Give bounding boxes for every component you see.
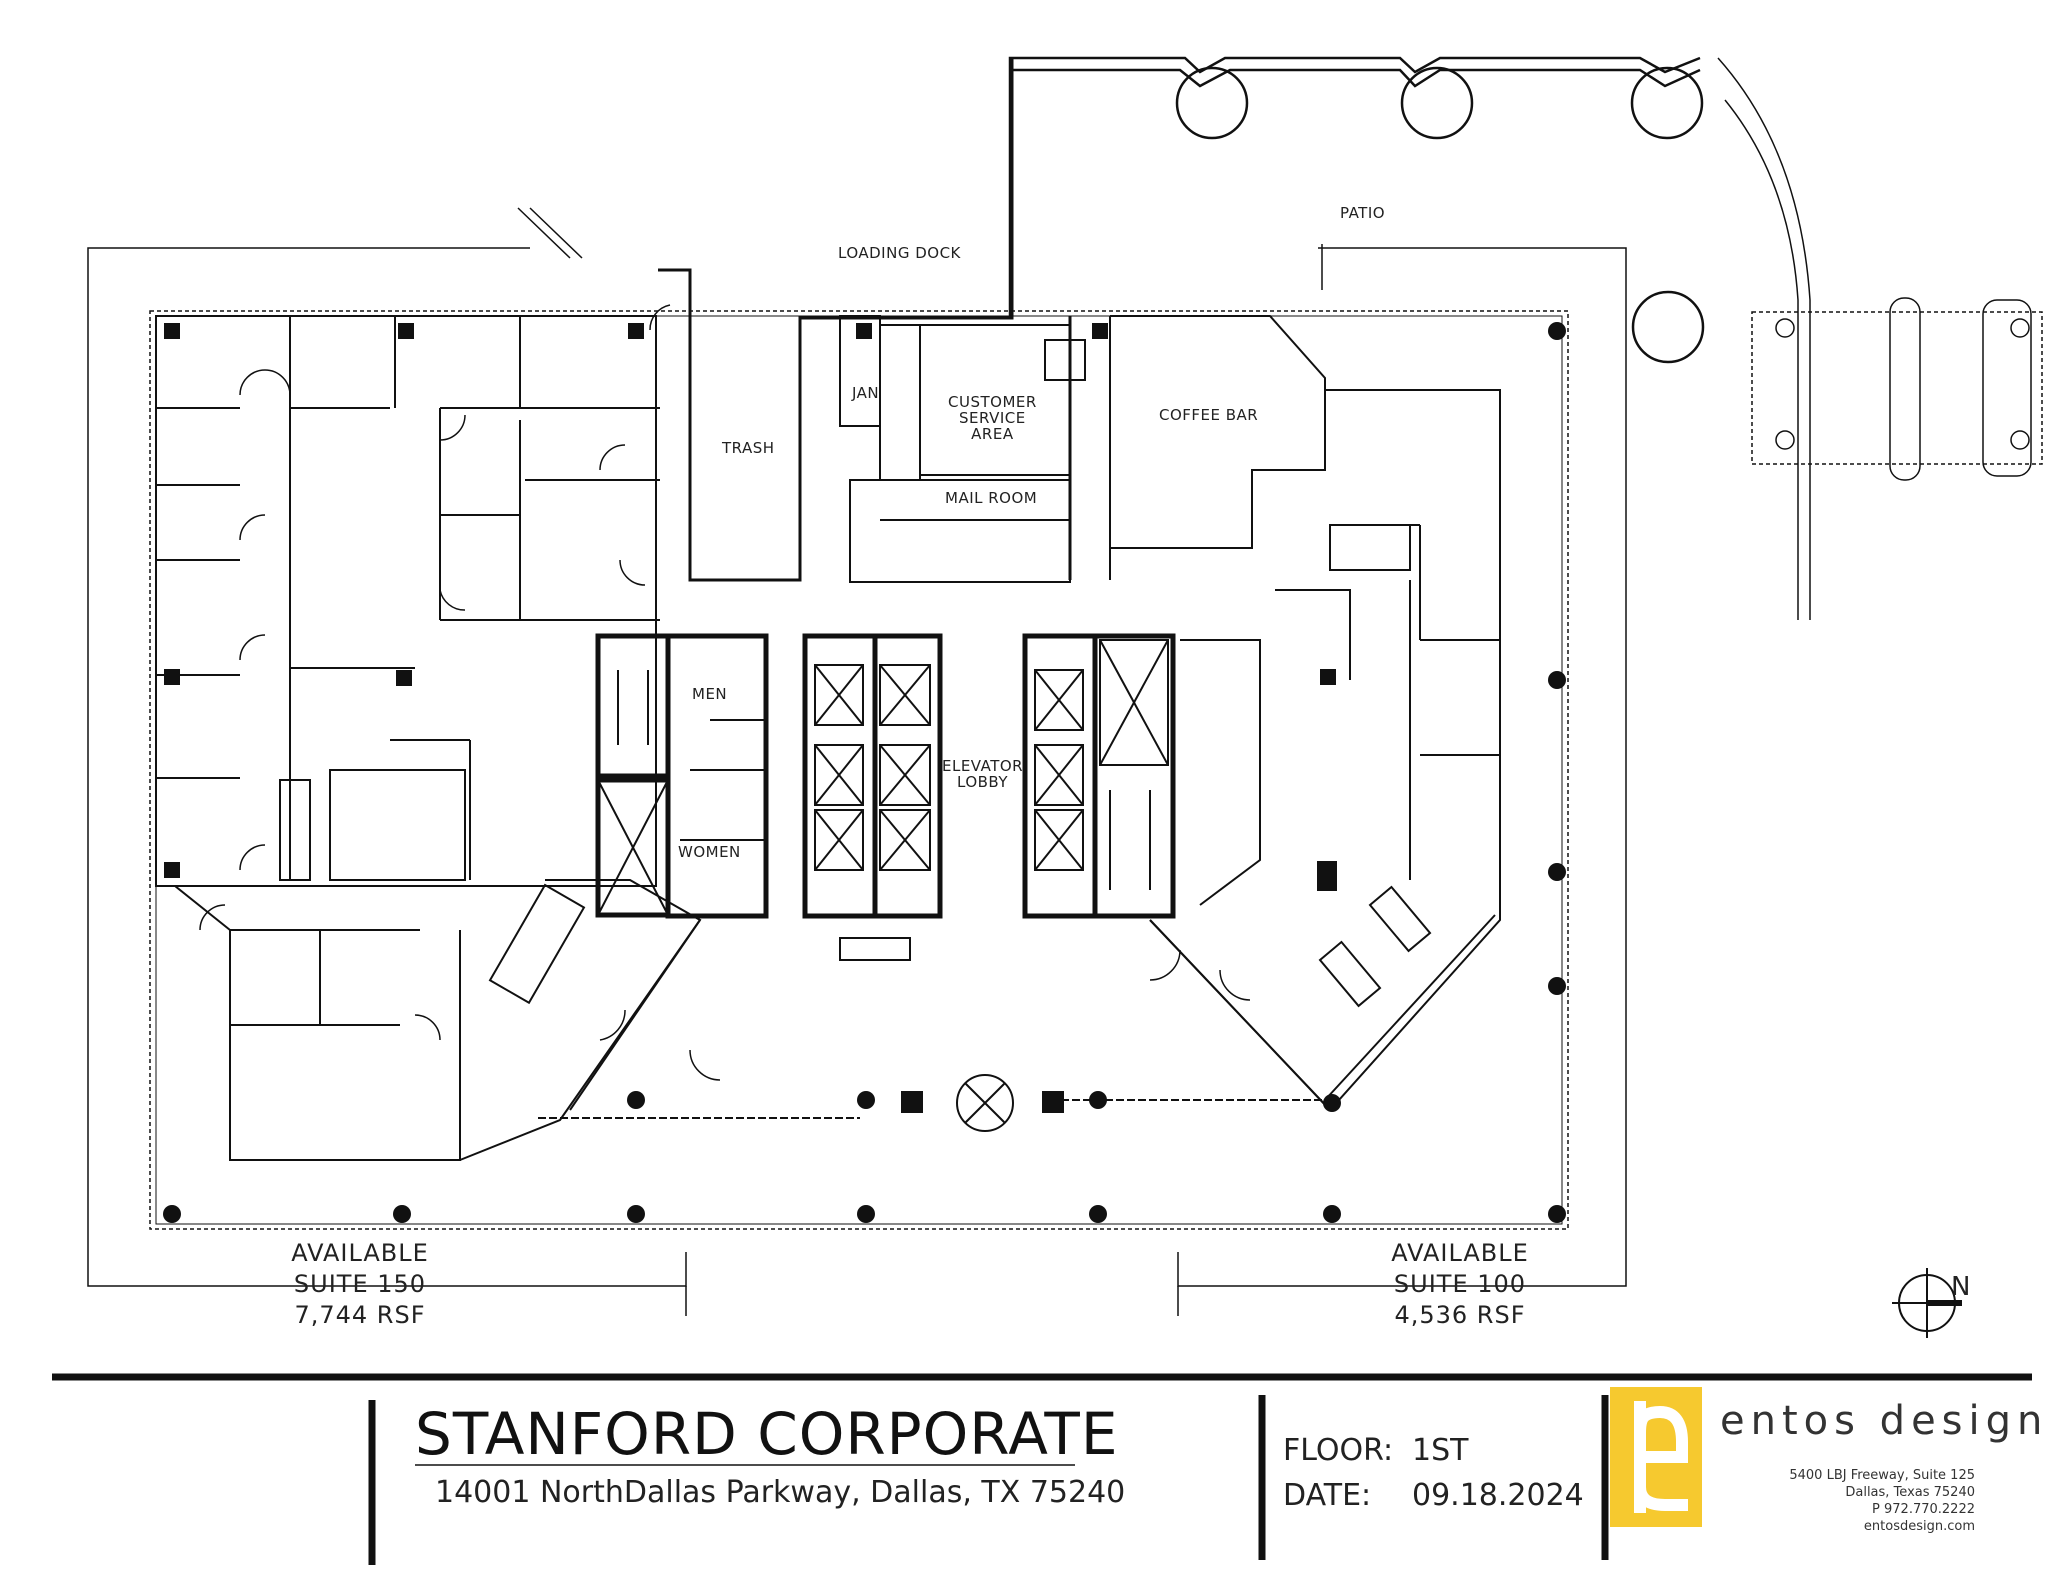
suite-150-callout: AVAILABLE SUITE 150 7,744 RSF bbox=[290, 1238, 430, 1332]
suite-150-status: AVAILABLE bbox=[291, 1239, 429, 1267]
label-elevator-lobby: ELEVATOR LOBBY bbox=[942, 757, 1024, 791]
suite-100-area: 4,536 RSF bbox=[1394, 1301, 1526, 1330]
suite-100-callout: AVAILABLE SUITE 100 4,536 RSF bbox=[1390, 1238, 1530, 1332]
title-block-frame bbox=[52, 1373, 2032, 1565]
firm-name: entos design bbox=[1720, 1398, 2048, 1444]
storefront bbox=[538, 1074, 1330, 1132]
suite-100-walls bbox=[1110, 315, 1501, 1008]
compass-icon bbox=[1892, 1268, 1962, 1338]
floor-value: 1ST bbox=[1412, 1433, 1469, 1468]
logo-e-glyph-icon bbox=[1633, 1401, 1688, 1513]
door-swings bbox=[199, 304, 1251, 1081]
firm-address-2: Dallas, Texas 75240 bbox=[1845, 1485, 1975, 1500]
planter-plaza bbox=[1751, 297, 2043, 481]
suite-150-walls bbox=[155, 315, 660, 1161]
site-boundary bbox=[87, 207, 1627, 1316]
floor-label: FLOOR: bbox=[1283, 1433, 1394, 1468]
lobby-walls bbox=[156, 395, 1501, 1161]
entos-e-logo-icon bbox=[1610, 1387, 1702, 1527]
label-patio: PATIO bbox=[1340, 204, 1386, 222]
compass-north-label: N bbox=[1951, 1272, 1971, 1302]
firm-web: entosdesign.com bbox=[1863, 1519, 1975, 1534]
label-jan: JAN bbox=[852, 384, 880, 402]
label-men: MEN bbox=[692, 685, 728, 703]
date-label: DATE: bbox=[1283, 1478, 1372, 1513]
restroom-core bbox=[595, 633, 769, 919]
label-customer-service: CUSTOMER SERVICE AREA bbox=[948, 393, 1037, 443]
label-trash: TRASH bbox=[722, 439, 775, 457]
suite-150-name: SUITE 150 bbox=[293, 1270, 427, 1299]
project-title: STANFORD CORPORATE bbox=[415, 1400, 1119, 1468]
firm-address-1: 5400 LBJ Freeway, Suite 125 bbox=[1789, 1468, 1975, 1483]
elevator-banks bbox=[802, 633, 1176, 961]
columns bbox=[163, 322, 1566, 1223]
suite-100-name: SUITE 100 bbox=[1393, 1270, 1527, 1299]
service-core bbox=[658, 58, 1111, 583]
label-coffee-bar: COFFEE BAR bbox=[1159, 406, 1259, 424]
project-address: 14001 NorthDallas Parkway, Dallas, TX 75… bbox=[435, 1475, 1126, 1510]
label-mail-room: MAIL ROOM bbox=[945, 489, 1038, 507]
date-value: 09.18.2024 bbox=[1412, 1478, 1584, 1513]
label-women: WOMEN bbox=[678, 843, 741, 861]
firm-phone: P 972.770.2222 bbox=[1872, 1502, 1975, 1517]
label-loading-dock: LOADING DOCK bbox=[838, 244, 961, 262]
suite-150-area: 7,744 RSF bbox=[294, 1301, 426, 1330]
patio-walkway bbox=[1002, 56, 1811, 620]
suite-100-status: AVAILABLE bbox=[1391, 1239, 1529, 1267]
